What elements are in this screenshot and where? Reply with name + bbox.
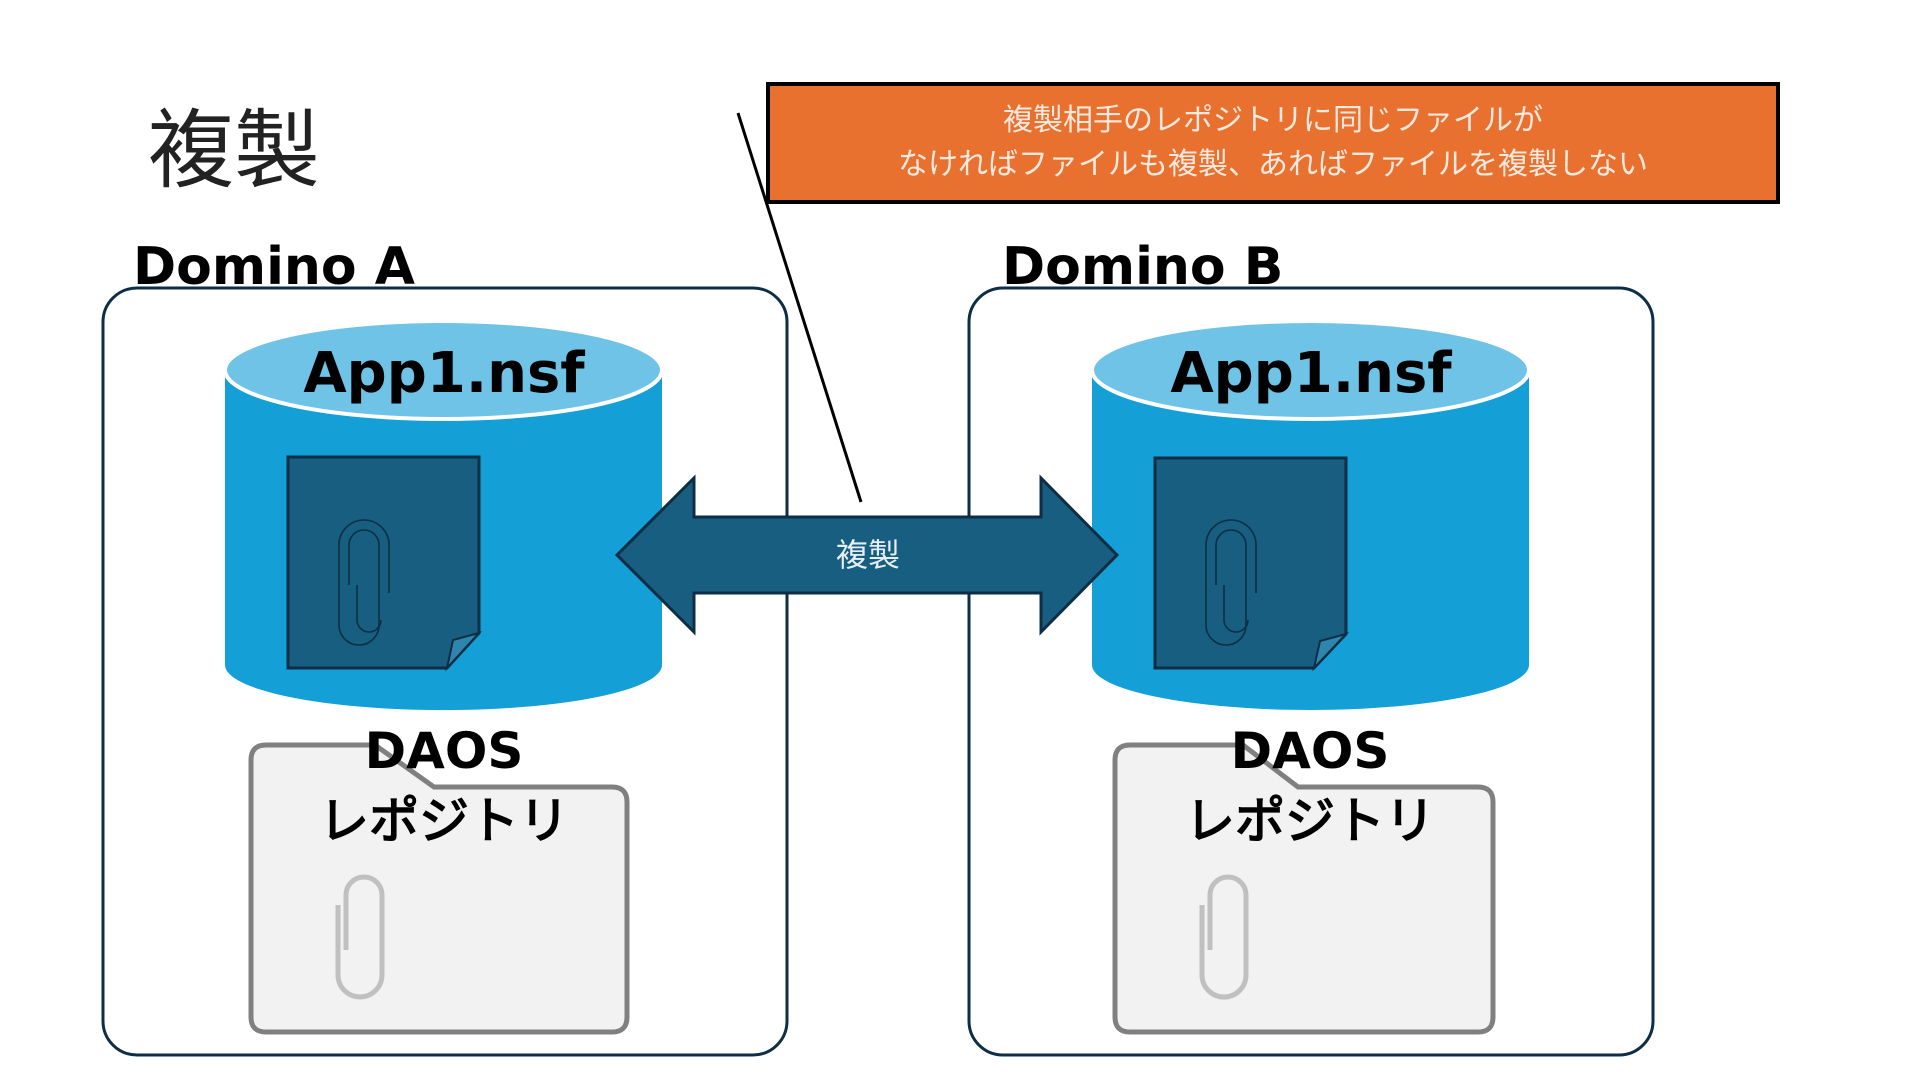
- paperclip-icon: [1205, 519, 1257, 646]
- daos-repository-b-folder-icon: [1112, 742, 1496, 1035]
- slide-title: 複製: [148, 101, 320, 201]
- paperclip-icon: [1199, 874, 1249, 1000]
- daos-repository-a-folder-icon: [248, 742, 630, 1035]
- daos-repository-b-label-line1: DAOS: [1231, 722, 1390, 780]
- daos-repository-a-label-line2: レポジトリ: [319, 792, 569, 850]
- daos-repository-b-label-line2: レポジトリ: [1185, 792, 1435, 850]
- replication-double-arrow-icon: [614, 474, 1120, 636]
- server-a: Domino A App1.nsf DAOS レポジトリ: [101, 237, 789, 1057]
- attachment-document-a-icon: [286, 455, 483, 672]
- replication-arrow-label: 複製: [836, 536, 900, 574]
- paperclip-icon: [335, 874, 385, 1000]
- server-b: Domino B App1.nsf DAOS レポジトリ: [967, 237, 1655, 1057]
- callout-box-background: [766, 82, 1780, 204]
- paperclip-icon: [338, 519, 390, 646]
- database-a-label: App1.nsf: [303, 341, 585, 406]
- callout-line-1: 複製相手のレポジトリに同じファイルが: [1003, 103, 1543, 138]
- callout-pointer-line: [736, 112, 863, 503]
- database-b-label: App1.nsf: [1170, 341, 1452, 406]
- callout-box: 複製相手のレポジトリに同じファイルが なければファイルも複製、あればファイルを複…: [766, 82, 1780, 204]
- attachment-document-b-icon: [1153, 456, 1350, 672]
- daos-repository-a-label-line1: DAOS: [365, 722, 524, 780]
- callout-line-2: なければファイルも複製、あればファイルを複製しない: [898, 147, 1648, 182]
